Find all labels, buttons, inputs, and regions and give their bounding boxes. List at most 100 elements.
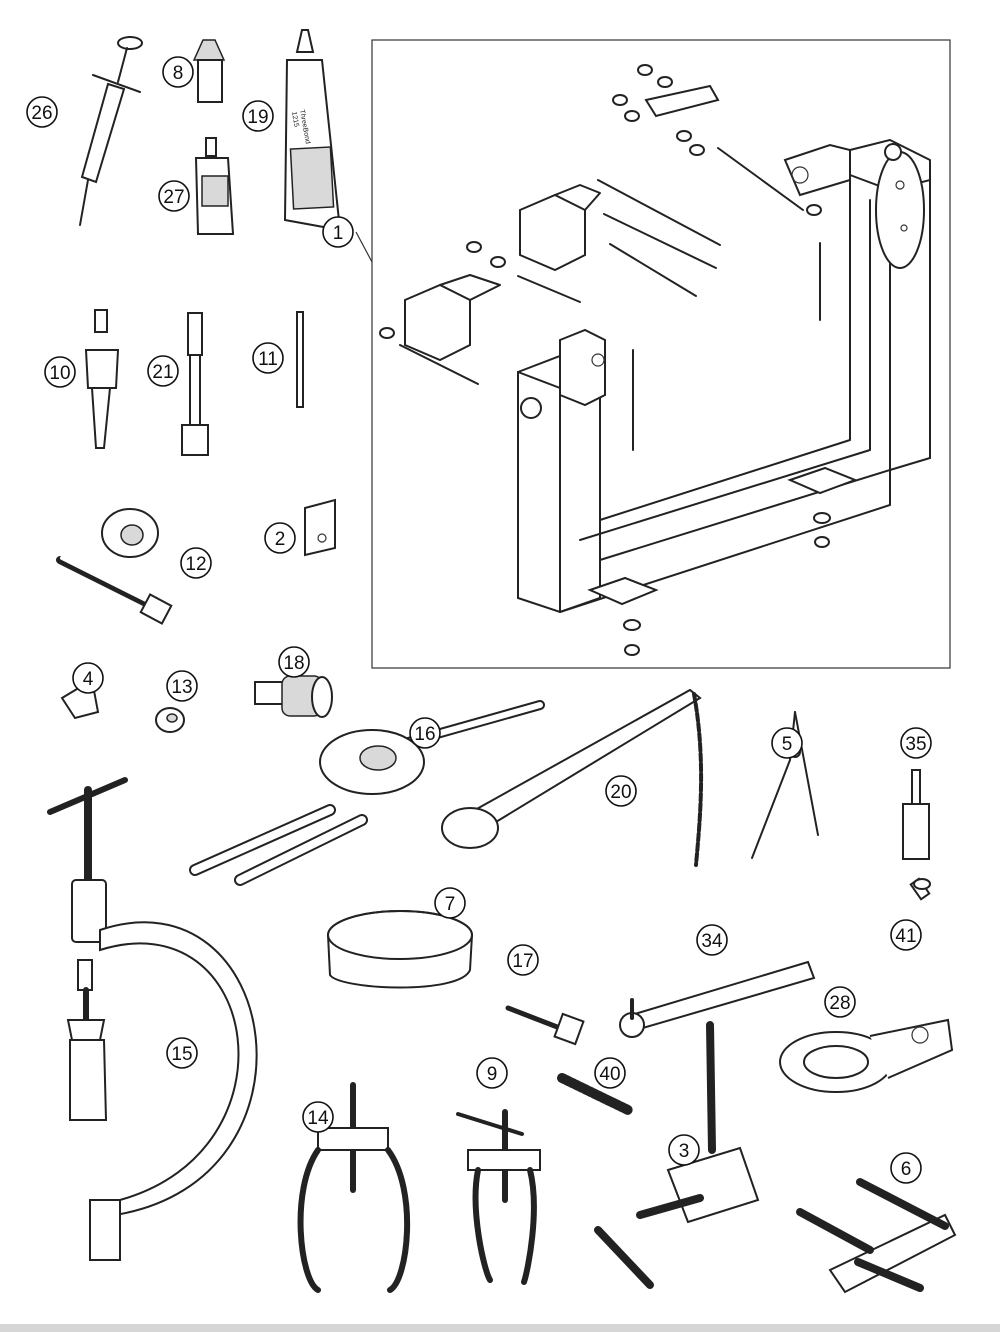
callout-6: 6 [890, 1152, 922, 1184]
callout-12: 12 [180, 547, 212, 579]
callout-number: 27 [163, 187, 184, 208]
assembly-frame-box [371, 39, 951, 669]
callout-number: 1 [333, 223, 344, 244]
puller-14-icon [297, 1082, 411, 1293]
threaded-rod-40-icon [557, 1073, 633, 1115]
callout-40: 40 [594, 1057, 626, 1089]
puller-10-icon [84, 309, 120, 449]
bottom-rule [0, 1324, 1000, 1332]
drift-35-icon [902, 769, 930, 860]
adapter-18-icon [254, 675, 333, 718]
callout-10: 10 [44, 356, 76, 388]
callout-ring [409, 717, 441, 749]
callout-41: 41 [890, 919, 922, 951]
callout-ring [162, 56, 194, 88]
c-clamp-15-icon [47, 777, 258, 1261]
callout-number: 40 [599, 1064, 620, 1085]
callout-ring [166, 670, 198, 702]
callout-21: 21 [147, 355, 179, 387]
callout-ring [264, 522, 296, 554]
callout-number: 19 [247, 107, 268, 128]
bushing-13-icon [155, 707, 185, 733]
callout-18: 18 [278, 646, 310, 678]
callout-ring [605, 775, 637, 807]
callout-number: 35 [905, 734, 926, 755]
callout-number: 3 [679, 1141, 690, 1162]
callout-ring [668, 1134, 700, 1166]
callout-9: 9 [476, 1057, 508, 1089]
callout-ring [476, 1057, 508, 1089]
callout-ring [26, 96, 58, 128]
callout-number: 2 [275, 529, 286, 550]
clamp-ring-7-icon [327, 910, 473, 989]
callout-number: 41 [895, 926, 916, 947]
callout-ring [242, 100, 274, 132]
press-tool-3-icon [594, 1021, 760, 1289]
callout-number: 8 [173, 63, 184, 84]
callout-layer: 1234567891011121314151617181920212627283… [26, 56, 932, 1184]
callout-number: 4 [83, 669, 94, 690]
callout-5: 5 [771, 727, 803, 759]
callout-17: 17 [507, 944, 539, 976]
callout-ring [252, 342, 284, 374]
screw-tool-17-icon [505, 1005, 585, 1046]
callout-15: 15 [166, 1037, 198, 1069]
callout-ring [166, 1037, 198, 1069]
callout-ring [44, 356, 76, 388]
callout-34: 34 [696, 924, 728, 956]
callout-ring [890, 1152, 922, 1184]
chain-wrench-20-icon [441, 688, 704, 867]
callout-35: 35 [900, 727, 932, 759]
sealant-tube-icon: ThreeBond 1215 [283, 29, 342, 232]
callout-number: 20 [610, 782, 631, 803]
callout-ring [696, 924, 728, 956]
callout-28: 28 [824, 986, 856, 1018]
callout-number: 16 [414, 724, 435, 745]
callout-4: 4 [72, 662, 104, 694]
puller-9-icon [456, 1109, 541, 1285]
callout-14: 14 [302, 1101, 334, 1133]
callout-8: 8 [162, 56, 194, 88]
callout-13: 13 [166, 670, 198, 702]
callout-ring [322, 216, 354, 248]
callout-number: 15 [171, 1044, 192, 1065]
callout-2: 2 [264, 522, 296, 554]
callout-number: 10 [49, 363, 70, 384]
pin-11-icon [296, 311, 304, 408]
callout-number: 18 [283, 653, 304, 674]
callout-ring [890, 919, 922, 951]
callout-ring [434, 887, 466, 919]
callout-number: 34 [701, 931, 723, 952]
three-arm-puller-16-icon [189, 700, 545, 886]
screw-41-icon [909, 877, 931, 901]
bolt-washer-12-icon [56, 508, 173, 625]
callout-ring [72, 662, 104, 694]
callout-1: 1 [322, 216, 354, 248]
callout-number: 28 [829, 993, 850, 1014]
callout-3: 3 [668, 1134, 700, 1166]
callout-20: 20 [605, 775, 637, 807]
callout-ring [900, 727, 932, 759]
callout-ring [771, 727, 803, 759]
tube-code-text: 1215 [290, 111, 300, 128]
callout-number: 6 [901, 1159, 912, 1180]
callout-19: 19 [242, 100, 274, 132]
callout-number: 13 [171, 677, 192, 698]
callout-number: 17 [512, 951, 533, 972]
callout-ring [594, 1057, 626, 1089]
threadlocker-bottle-icon [194, 137, 235, 235]
holding-wrench-34-icon [619, 960, 816, 1038]
callout-ring [180, 547, 212, 579]
callout-ring [824, 986, 856, 1018]
callout-number: 14 [307, 1108, 329, 1129]
callout-26: 26 [26, 96, 58, 128]
holding-plate-28-icon [779, 1018, 954, 1093]
bracket-2-icon [304, 498, 336, 557]
callout-number: 11 [258, 349, 278, 370]
pin-tool-21-icon [181, 312, 209, 456]
callout-ring [147, 355, 179, 387]
callout-number: 21 [152, 362, 173, 383]
callout-number: 26 [31, 103, 52, 124]
syringe-icon [79, 36, 143, 226]
